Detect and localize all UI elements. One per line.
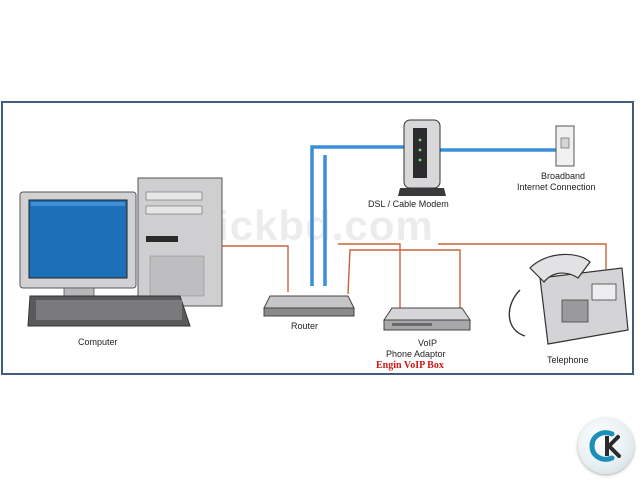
cable-modem-wall [440,144,567,152]
wall-jack-icon [555,125,575,167]
cable-router-modem [310,145,406,286]
brand-label: Engin VoIP Box [376,360,444,371]
router-label: Router [291,321,319,331]
voip-adaptor-icon [383,307,471,331]
cable-router-voip [338,243,401,308]
broadband-label-line1: Broadband [541,171,586,181]
computer-label: Computer [78,337,118,347]
cable-router-voip-2 [347,249,461,308]
clickbd-logo-icon [578,418,634,474]
voip-label-line1: VoIP [418,338,438,348]
voip-label-line2: Phone Adaptor [386,349,446,359]
router-icon [263,295,355,317]
telephone-label: Telephone [547,355,589,365]
cable-voip-telephone [438,243,607,270]
ethernet-cables [185,243,607,308]
computer-icon [19,177,223,327]
modem-label: DSL / Cable Modem [368,199,449,209]
clickbd-logo-glyph [589,430,621,462]
modem-icon [398,119,446,196]
broadband-label-line2: Internet Connection [517,182,596,192]
telephone-icon [508,253,629,345]
